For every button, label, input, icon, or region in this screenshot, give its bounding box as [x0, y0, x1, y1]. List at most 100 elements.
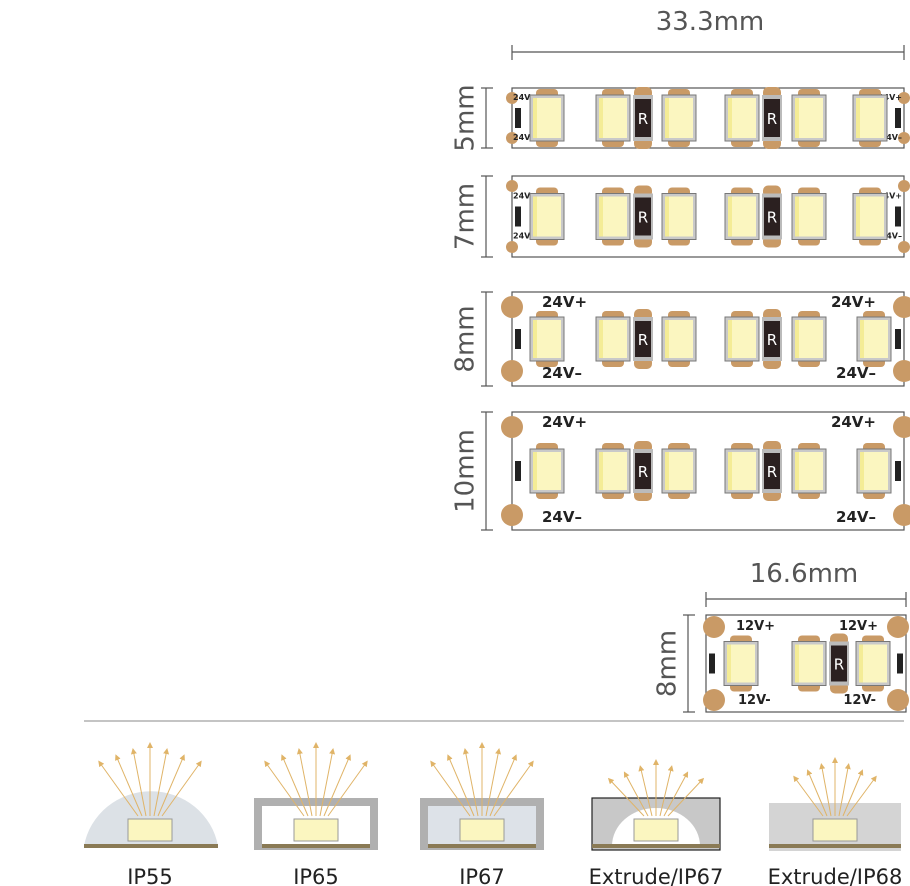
pin-label-negative: 24V–: [542, 508, 582, 526]
led-chip: [661, 89, 697, 147]
led-chip: [529, 443, 565, 499]
width-label: 5mm: [451, 84, 481, 151]
resistor: R: [762, 185, 782, 248]
led-chip: [852, 89, 888, 147]
strip-5mm-width-dimension: 5mm: [451, 84, 493, 152]
resistor-label: R: [638, 110, 648, 128]
pin-label-negative: 24V–: [513, 133, 534, 142]
led-chip: [791, 89, 827, 147]
led-chip: [595, 443, 631, 499]
strip-8mm-width-dimension: 8mm: [451, 291, 493, 387]
led-chip: [852, 187, 888, 246]
pin-label-positive: 24V+: [513, 192, 537, 201]
pin-label-positive: 24V+: [831, 413, 876, 431]
solder-pad: [506, 180, 518, 192]
pin-label-positive: 24V+: [878, 93, 902, 102]
length-label-12v: 16.6mm: [750, 559, 859, 589]
ip-rating-1: IP55: [84, 742, 218, 886]
width-label: 8mm: [451, 305, 481, 372]
ip-rating-label: Extrude/IP68: [768, 865, 903, 886]
pin-label-negative: 24V–: [513, 232, 534, 241]
solder-pad: [887, 689, 909, 711]
pin-label-negative: 12V-: [843, 693, 876, 708]
strip-12v-width-dimension: 8mm: [653, 614, 695, 713]
led-chip: [791, 635, 827, 692]
led-chip: [595, 89, 631, 147]
ip-rating-label: IP67: [459, 865, 505, 886]
length-dimension-24v: 33.3mm: [511, 7, 905, 60]
resistor: R: [829, 633, 849, 694]
pin-label-positive: 12V+: [839, 619, 878, 634]
led-chip: [529, 311, 565, 367]
solder-pad: [893, 296, 910, 318]
pin-label-negative: 24V–: [836, 508, 876, 526]
resistor-label: R: [638, 331, 648, 349]
width-label: 8mm: [653, 630, 683, 697]
ip-rating-label: Extrude/IP67: [589, 865, 724, 886]
resistor-label: R: [767, 110, 777, 128]
resistor: R: [633, 87, 653, 149]
resistor: R: [762, 441, 782, 501]
solder-pad: [893, 504, 910, 526]
pin-label-positive: 24V+: [542, 413, 587, 431]
ip-rating-2: IP65: [254, 742, 378, 886]
led-chip: [724, 187, 760, 246]
resistor: R: [633, 185, 653, 248]
pin-label-negative: 12V-: [738, 693, 771, 708]
led-chip: [723, 635, 759, 692]
led-chip: [791, 311, 827, 367]
solder-pad: [898, 241, 910, 253]
pin-label-negative: 24V–: [881, 133, 902, 142]
pin-label-positive: 24V+: [878, 192, 902, 201]
strip-10mm-width-dimension: 10mm: [451, 411, 493, 531]
led-chip: [724, 311, 760, 367]
solder-pad: [501, 504, 523, 526]
width-label: 7mm: [451, 183, 481, 250]
strip-7mm: 7mm 24V+ 24V– 24V+ 24V– R R: [451, 175, 910, 258]
resistor: R: [633, 309, 653, 369]
strip-7mm-width-dimension: 7mm: [451, 175, 493, 258]
length-dimension-12v: 16.6mm: [705, 559, 907, 607]
strips-24v: 5mm 24V+ 24V– 24V+ 24V– R R 7mm 24V+ 24V– 24V+ 24V–…: [451, 84, 910, 531]
led-chip: [661, 187, 697, 246]
resistor-label: R: [638, 209, 648, 227]
solder-pad: [898, 180, 910, 192]
led-chip: [661, 443, 697, 499]
solder-pad: [506, 132, 518, 144]
solder-pad: [703, 689, 725, 711]
resistor: R: [633, 441, 653, 501]
resistor-label: R: [767, 209, 777, 227]
pin-label-positive: 24V+: [513, 93, 537, 102]
ip-rating-4: Extrude/IP67: [589, 759, 724, 886]
ip-rating-label: IP55: [127, 865, 173, 886]
length-label-24v: 33.3mm: [656, 7, 765, 37]
led-chip: [791, 443, 827, 499]
solder-pad: [893, 360, 910, 382]
resistor-label: R: [767, 463, 777, 481]
led-chip: [855, 635, 891, 692]
led-chip: [724, 89, 760, 147]
led-chip: [595, 311, 631, 367]
led-chip: [529, 187, 565, 246]
width-label: 10mm: [451, 429, 481, 513]
pin-label-negative: 24V–: [881, 232, 902, 241]
led-chip: [724, 443, 760, 499]
pin-label-negative: 24V–: [542, 364, 582, 382]
led-chip: [595, 187, 631, 246]
solder-pad: [898, 132, 910, 144]
pin-label-negative: 24V–: [836, 364, 876, 382]
led-chip: [661, 311, 697, 367]
solder-pad: [887, 616, 909, 638]
resistor-label: R: [638, 463, 648, 481]
solder-pad: [506, 241, 518, 253]
strip-5mm: 5mm 24V+ 24V– 24V+ 24V– R R: [451, 84, 910, 152]
solder-pad: [501, 360, 523, 382]
led-chip: [856, 311, 892, 367]
led-chip: [791, 187, 827, 246]
solder-pad: [703, 616, 725, 638]
ip-rating-3: IP67: [420, 742, 544, 886]
solder-pad: [501, 416, 523, 438]
ip-rating-label: IP65: [293, 865, 339, 886]
